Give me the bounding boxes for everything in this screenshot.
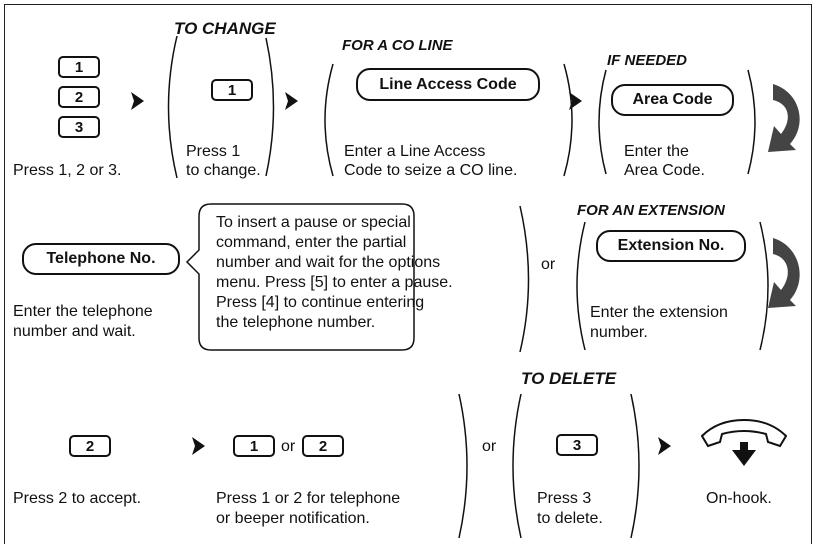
telephone-caption-line1: Enter the telephone [13, 303, 153, 320]
paren-right [265, 37, 275, 177]
callout-line: menu. Press [5] to enter a pause. [216, 274, 453, 291]
notify-key-2: 2 [302, 435, 344, 457]
change-caption-line1: Press 1 [186, 143, 241, 160]
arrow-right-icon [131, 92, 144, 110]
to-delete-heading: TO DELETE [521, 369, 617, 388]
paren-right [630, 393, 640, 539]
if-needed-heading: IF NEEDED [607, 52, 688, 69]
callout-line: number and wait for the options [216, 254, 441, 271]
extension-caption-line1: Enter the extension [590, 304, 728, 321]
paren-left [167, 35, 178, 179]
telephone-caption-line2: number and wait. [13, 323, 136, 340]
notify-caption-line1: Press 1 or 2 for telephone [216, 490, 401, 507]
line-access-caption-line1: Enter a Line Access [344, 143, 486, 160]
paren-left [598, 69, 607, 175]
keys-caption: Press 1, 2 or 3. [13, 162, 122, 179]
notify-key-1: 1 [233, 435, 275, 457]
paren-right [747, 69, 756, 175]
to-change-heading: TO CHANGE [174, 19, 276, 38]
area-code-caption-line2: Area Code. [624, 162, 705, 179]
curved-return-arrow-icon [768, 84, 800, 152]
callout-line: Press [4] to continue entering [216, 294, 425, 311]
delete-key: 3 [556, 434, 598, 456]
onhook-caption: On-hook. [706, 490, 772, 507]
paren-right [458, 393, 468, 539]
paren-right [759, 221, 769, 351]
paren-right [519, 205, 530, 353]
arrow-right-icon [658, 437, 671, 455]
paren-left [324, 63, 334, 177]
or-text: or [541, 256, 556, 273]
extension-heading: FOR AN EXTENSION [577, 202, 725, 219]
accept-key: 2 [69, 435, 111, 457]
line-access-code-key: Line Access Code [356, 68, 540, 101]
area-code-key: Area Code [611, 84, 734, 116]
key-2: 2 [58, 86, 100, 108]
callout-line: command, enter the partial [216, 234, 407, 251]
line-access-caption-line2: Code to seize a CO line. [344, 162, 518, 179]
callout-line: the telephone number. [216, 314, 376, 331]
handset-onhook-icon [700, 418, 788, 466]
arrow-right-icon [285, 92, 298, 110]
or-text: or [482, 438, 497, 455]
paren-right [563, 63, 573, 177]
change-key: 1 [211, 79, 253, 101]
callout-bubble [185, 203, 415, 351]
extension-number-key: Extension No. [596, 230, 746, 262]
curved-return-arrow-icon [768, 238, 800, 308]
change-caption-line2: to change. [186, 162, 261, 179]
accept-caption: Press 2 to accept. [13, 490, 142, 507]
callout-line: To insert a pause or special [216, 214, 411, 231]
delete-caption-line2: to delete. [537, 510, 603, 527]
extension-caption-line2: number. [590, 324, 648, 341]
notify-caption-line2: or beeper notification. [216, 510, 370, 527]
notify-or-text: or [281, 438, 296, 455]
key-3: 3 [58, 116, 100, 138]
arrow-right-icon [192, 437, 205, 455]
arrow-right-icon [569, 92, 582, 110]
paren-left [576, 221, 586, 351]
area-code-caption-line1: Enter the [624, 143, 689, 160]
delete-caption-line1: Press 3 [537, 490, 592, 507]
co-line-heading: FOR A CO LINE [342, 37, 453, 54]
telephone-number-key: Telephone No. [22, 243, 180, 275]
key-1: 1 [58, 56, 100, 78]
diagram-frame [4, 4, 812, 544]
paren-left [512, 393, 522, 539]
